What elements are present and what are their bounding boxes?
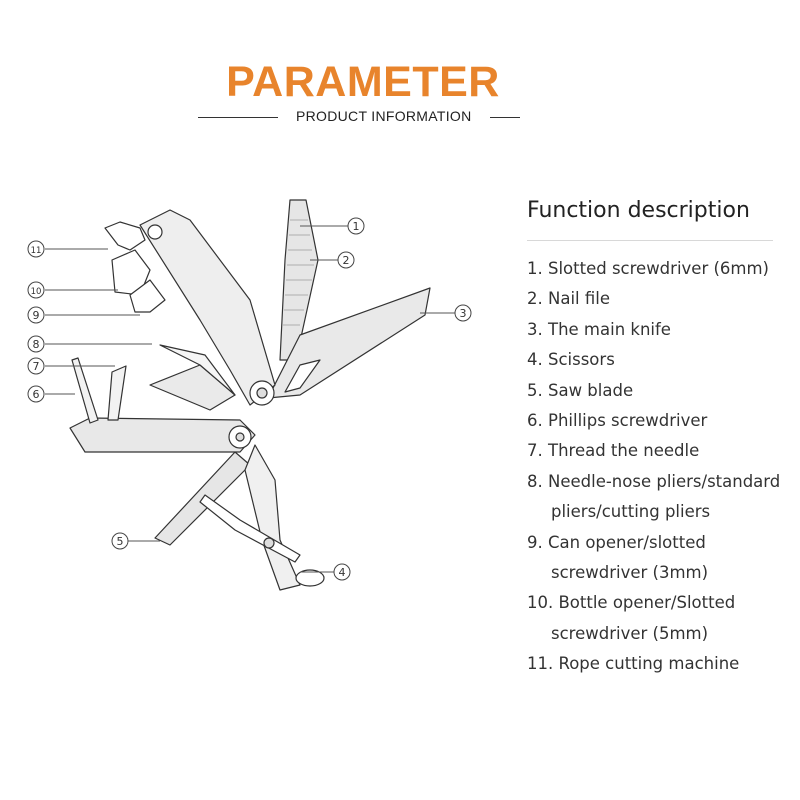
list-item: 4. Scissors bbox=[527, 350, 615, 370]
list-item: 5. Saw blade bbox=[527, 380, 634, 400]
list-item-continuation: screwdriver (3mm) bbox=[551, 562, 709, 582]
list-item-continuation: screwdriver (5mm) bbox=[551, 623, 709, 643]
subtitle-divider-left bbox=[198, 117, 278, 118]
callout-10: 10 bbox=[31, 287, 42, 297]
function-description-divider bbox=[527, 240, 773, 241]
callout-8: 8 bbox=[33, 338, 40, 351]
can-opener bbox=[129, 279, 166, 313]
list-item: 7. Thread the needle bbox=[527, 441, 700, 461]
upper-handle bbox=[139, 209, 276, 406]
list-item: 9. Can opener/slotted bbox=[527, 532, 706, 552]
scissors bbox=[244, 444, 301, 591]
function-description-list: 1. Slotted screwdriver (6mm) 2. Nail fil… bbox=[527, 254, 780, 679]
list-item: 11. Rope cutting machine bbox=[527, 654, 740, 674]
callout-5: 5 bbox=[117, 535, 124, 548]
callout-4: 4 bbox=[339, 566, 346, 579]
page-subtitle: PRODUCT INFORMATION bbox=[296, 108, 472, 124]
callout-11: 11 bbox=[31, 246, 42, 256]
subtitle-divider-right bbox=[490, 117, 520, 118]
page-title: PARAMETER bbox=[226, 58, 500, 106]
function-description-title: Function description bbox=[527, 198, 750, 223]
list-item: 8. Needle-nose pliers/standard bbox=[527, 471, 781, 491]
callout-7: 7 bbox=[33, 360, 40, 373]
rope-cutter bbox=[104, 221, 146, 251]
list-item: 2. Nail file bbox=[527, 289, 610, 309]
pliers-jaw bbox=[149, 364, 236, 411]
callout-9: 9 bbox=[33, 309, 40, 322]
callout-2: 2 bbox=[343, 254, 350, 267]
needle-threader bbox=[107, 365, 127, 421]
lower-handle bbox=[69, 417, 256, 453]
callout-3: 3 bbox=[460, 307, 467, 320]
list-item: 6. Phillips screwdriver bbox=[527, 410, 708, 430]
bottle-opener bbox=[111, 249, 151, 296]
list-item: 10. Bottle opener/Slotted bbox=[527, 593, 736, 613]
callout-1: 1 bbox=[353, 220, 360, 233]
phillips-screwdriver bbox=[71, 357, 99, 424]
list-item-continuation: pliers/cutting pliers bbox=[551, 502, 711, 522]
list-item: 3. The main knife bbox=[527, 319, 671, 339]
callout-6: 6 bbox=[33, 388, 40, 401]
list-item: 1. Slotted screwdriver (6mm) bbox=[527, 259, 769, 278]
